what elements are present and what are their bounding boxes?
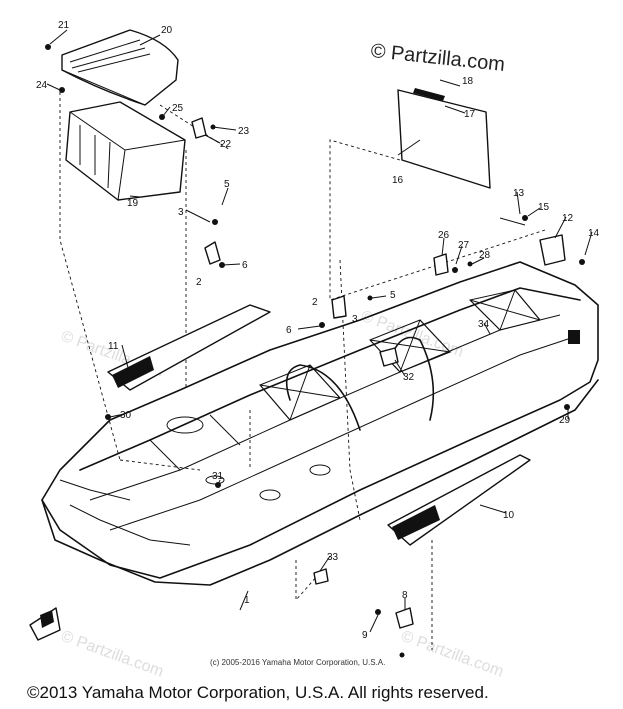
callout-14: 14 [588, 228, 600, 239]
callout-24: 24 [36, 80, 48, 91]
callout-leaders [46, 29, 593, 633]
callout-17: 17 [464, 109, 476, 120]
svg-text:© Partzilla.com: © Partzilla.com [59, 628, 166, 681]
callout-12: 12 [562, 213, 574, 224]
diagram-copyright: (c) 2005-2016 Yamaha Motor Corporation, … [210, 658, 386, 667]
callout-31: 31 [212, 471, 224, 482]
callout-33: 33 [327, 552, 339, 563]
callout-9: 9 [362, 630, 368, 641]
callout-1: 1 [244, 595, 250, 606]
seat-cushion-part [61, 29, 179, 106]
callout-2b: 2 [312, 297, 318, 308]
callout-34: 34 [478, 319, 490, 330]
callout-28: 28 [479, 250, 491, 261]
callout-13: 13 [513, 188, 525, 199]
callout-18: 18 [462, 76, 474, 87]
footer-copyright: ©2013 Yamaha Motor Corporation, U.S.A. A… [27, 683, 489, 702]
callout-30: 30 [120, 410, 132, 421]
running-board-right-part [387, 454, 531, 546]
storage-box-part [65, 101, 186, 201]
callout-20: 20 [161, 25, 173, 36]
callout-2a: 2 [196, 277, 202, 288]
callout-29: 29 [559, 415, 571, 426]
callout-labels: 21 20 24 25 23 22 19 5 3 2 6 18 17 16 13… [36, 20, 600, 641]
callout-25: 25 [172, 103, 184, 114]
callout-23: 23 [238, 126, 250, 137]
callout-16: 16 [392, 175, 404, 186]
chassis-frame-part [41, 261, 599, 586]
callout-32: 32 [403, 372, 415, 383]
hardware-parts [29, 44, 585, 658]
callout-26: 26 [438, 230, 450, 241]
callout-3b: 3 [352, 314, 358, 325]
svg-text:© Partzilla.com: © Partzilla.com [359, 308, 466, 361]
callout-15: 15 [538, 202, 550, 213]
running-board-left-part [107, 304, 271, 391]
svg-text:© Partzilla.com: © Partzilla.com [399, 628, 506, 681]
callout-3a: 3 [178, 207, 184, 218]
callout-6b: 6 [286, 325, 292, 336]
callout-21: 21 [58, 20, 70, 31]
side-panel-part [397, 88, 491, 189]
callout-11: 11 [108, 341, 119, 352]
callout-5b: 5 [390, 290, 396, 301]
callout-8: 8 [402, 590, 408, 601]
callout-22: 22 [220, 139, 232, 150]
callout-6a: 6 [242, 260, 248, 271]
callout-5a: 5 [224, 179, 230, 190]
callout-19: 19 [127, 198, 139, 209]
callout-27: 27 [458, 240, 470, 251]
callout-10: 10 [503, 510, 515, 521]
